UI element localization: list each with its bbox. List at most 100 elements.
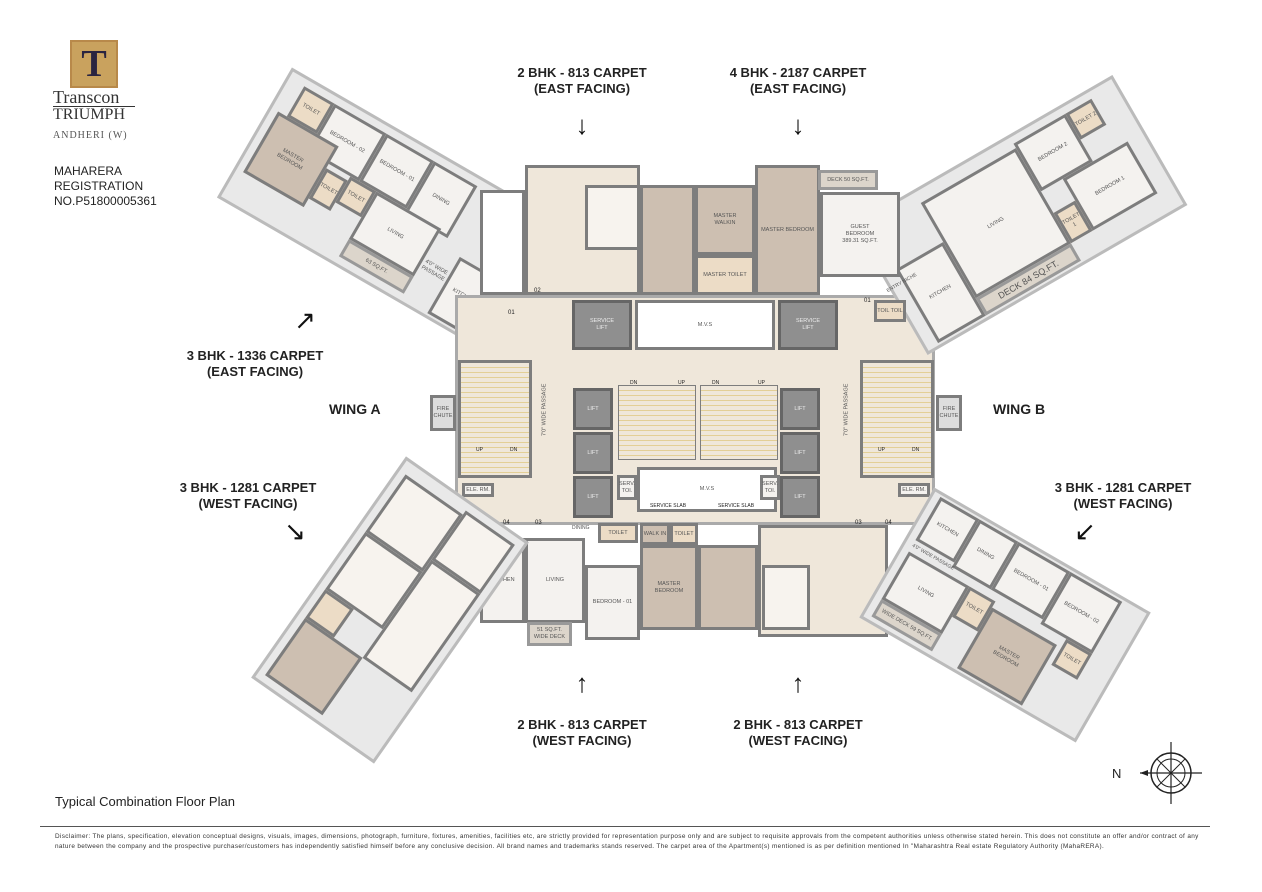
door-number: 04	[885, 520, 892, 526]
room-master-bedroom	[640, 185, 695, 295]
unit-label-left-3bhk-1281: 3 BHK - 1281 CARPET(WEST FACING)	[148, 480, 348, 512]
compass-north-label: N	[1112, 766, 1122, 781]
room-guest-bedroom: GUEST BEDROOM 389.31 SQ.FT.	[820, 192, 900, 277]
lift: LIFT	[780, 476, 820, 518]
unit-label-right-3bhk-1281: 3 BHK - 1281 CARPET(WEST FACING)	[1023, 480, 1223, 512]
room-toilet: TOIL TOIL	[874, 300, 906, 322]
service-lift: SERVICE LIFT	[778, 300, 838, 350]
compass-icon	[1140, 742, 1202, 804]
room-master-toilet: MASTER TOILET	[695, 255, 755, 295]
door-number: 01	[508, 310, 515, 316]
stair-dn-label: DN	[510, 447, 518, 453]
fire-chute: FIRE CHUTE	[936, 395, 962, 431]
unit-title: 2 BHK - 813 CARPET	[733, 717, 863, 732]
plan-caption: Typical Combination Floor Plan	[55, 794, 235, 809]
brand-divider	[53, 106, 135, 107]
room-toilet: TOILET	[670, 523, 698, 545]
brand-location: ANDHERI (W)	[53, 130, 128, 141]
staircase	[618, 385, 696, 460]
wing-b-label: WING B	[993, 401, 1046, 417]
stair-up-label: UP	[878, 447, 885, 453]
service-slab: SERVICE SLAB	[718, 503, 755, 509]
electrical-room: ELE. RM.	[898, 483, 930, 497]
unit-3bhk-1281-right-plan: KITCHEN DINING BEDROOM - 01 BEDROOM - 02…	[859, 487, 1151, 743]
arrow-up-icon: ↑	[791, 668, 805, 698]
arrow-down-icon: ↓	[791, 110, 805, 140]
room-toilet: TOILET	[598, 523, 638, 543]
room-master-bedroom: MASTER BEDROOM	[640, 545, 698, 630]
lift: LIFT	[780, 388, 820, 430]
staircase-wing-a	[458, 360, 532, 478]
unit-facing: (EAST FACING)	[206, 364, 304, 379]
arrow-down-right-icon: ↘	[284, 516, 306, 546]
room-dining-label: DINING	[572, 525, 590, 531]
electrical-room: ELE. RM.	[462, 483, 494, 497]
room-bedroom-01: BEDROOM - 01	[585, 565, 640, 640]
arrow-up-right-icon: ↗	[294, 305, 316, 335]
room-master-bedroom-b	[698, 545, 758, 630]
room-master-walkin: MASTER WALKIN	[695, 185, 755, 255]
lift: LIFT	[573, 432, 613, 474]
registration-line: REGISTRATION	[54, 179, 144, 193]
fire-chute: FIRE CHUTE	[430, 395, 456, 431]
unit-label-bottom-2bhk-a: 2 BHK - 813 CARPET(WEST FACING)	[482, 717, 682, 749]
staircase-wing-b	[860, 360, 934, 478]
room-living: LIVING	[525, 538, 585, 623]
brand-name: Transcon	[53, 87, 120, 107]
room-bedroom	[762, 565, 810, 630]
registration-number: NO.P51800005361	[54, 194, 157, 208]
door-number: 01	[864, 298, 871, 304]
arrow-down-icon: ↓	[575, 110, 589, 140]
room-bedroom	[585, 185, 640, 250]
unit-title: 2 BHK - 813 CARPET	[517, 65, 647, 80]
registration-line: MAHARERA	[54, 164, 123, 178]
room-wide-deck: 51 SQ.FT. WIDE DECK	[527, 622, 572, 646]
unit-title: 3 BHK - 1336 CARPET	[186, 348, 324, 363]
unit-title: 3 BHK - 1281 CARPET	[179, 480, 317, 495]
door-number: 03	[535, 520, 542, 526]
stair-up-label: UP	[476, 447, 483, 453]
arrow-up-icon: ↑	[575, 668, 589, 698]
door-number: 02	[534, 288, 541, 294]
stair-dn-label: DN	[712, 380, 720, 386]
service-toilet: SERV. TOI.	[617, 475, 637, 500]
unit-facing: (EAST FACING)	[533, 81, 631, 96]
unit-label-top-4bhk: 4 BHK - 2187 CARPET(EAST FACING)	[698, 65, 898, 97]
service-slab: SERVICE SLAB	[650, 503, 687, 509]
unit-facing: (WEST FACING)	[532, 733, 632, 748]
mvs-shaft: M.V.S	[635, 300, 775, 350]
room-deck-50: DECK 50 SQ.FT.	[818, 170, 878, 190]
footer-divider	[40, 826, 1210, 827]
stair-up-label: UP	[758, 380, 765, 386]
room-living-2bhk	[480, 190, 525, 295]
service-lift: SERVICE LIFT	[572, 300, 632, 350]
registration: MAHARERA REGISTRATION NO.P51800005361	[54, 164, 157, 209]
stair-up-label: UP	[678, 380, 685, 386]
stair-dn-label: DN	[912, 447, 920, 453]
unit-facing: (EAST FACING)	[749, 81, 847, 96]
wing-a-label: WING A	[329, 401, 381, 417]
brand-subname: TRIUMPH	[53, 106, 126, 123]
arrow-down-left-icon: ↙	[1074, 516, 1096, 546]
staircase	[700, 385, 778, 460]
unit-title: 2 BHK - 813 CARPET	[517, 717, 647, 732]
door-number: 03	[855, 520, 862, 526]
logo: T	[70, 40, 118, 88]
unit-title: 4 BHK - 2187 CARPET	[729, 65, 867, 80]
stair-dn-label: DN	[630, 380, 638, 386]
logo-letter: T	[81, 43, 107, 85]
unit-facing: (WEST FACING)	[198, 496, 298, 511]
service-toilet: SERV. TOI.	[760, 475, 780, 500]
unit-label-left-3bhk-1336: 3 BHK - 1336 CARPET(EAST FACING)	[155, 348, 355, 380]
lift: LIFT	[573, 388, 613, 430]
unit-title: 3 BHK - 1281 CARPET	[1054, 480, 1192, 495]
room-master-bedroom-4bhk: MASTER BEDROOM	[755, 165, 820, 295]
unit-label-top-2bhk: 2 BHK - 813 CARPET(EAST FACING)	[482, 65, 682, 97]
room-walk-in: WALK IN	[640, 523, 670, 545]
unit-label-bottom-2bhk-b: 2 BHK - 813 CARPET(WEST FACING)	[698, 717, 898, 749]
door-number: 04	[503, 520, 510, 526]
unit-facing: (WEST FACING)	[1073, 496, 1173, 511]
lift: LIFT	[780, 432, 820, 474]
unit-facing: (WEST FACING)	[748, 733, 848, 748]
lift: LIFT	[573, 476, 613, 518]
